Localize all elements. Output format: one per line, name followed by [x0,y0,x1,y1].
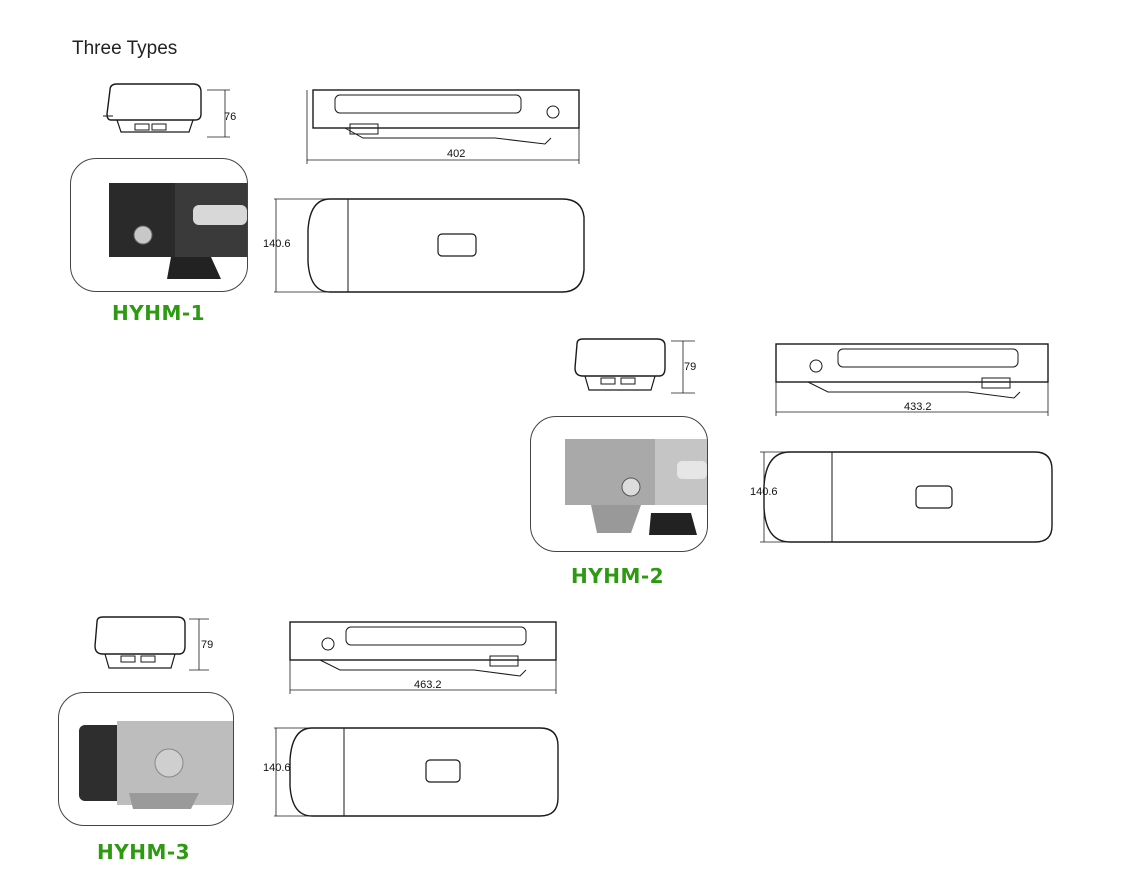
hyhm1-end-view-drawing: 76 [103,83,236,138]
hyhm3-side-view-drawing: 463.2 [289,621,557,694]
hyhm1-photo [70,158,248,292]
hyhm3-length-dim: 463.2 [414,679,442,691]
hyhm1-height-dim: 76 [224,111,236,123]
battery-lock-closeup-icon [109,183,247,279]
hyhm3-photo [58,692,234,826]
hyhm3-label: HYHM-3 [97,840,191,864]
hyhm2-photo [530,416,708,552]
hyhm2-top-view-drawing: 140.6 [750,451,1053,543]
hyhm2-height-dim: 79 [684,361,696,373]
hyhm2-label: HYHM-2 [571,564,665,588]
hyhm2-length-dim: 433.2 [904,401,932,413]
hyhm3-width-dim: 140.6 [263,762,291,774]
hyhm1-side-view-drawing: 402 [306,89,580,164]
hyhm3-end-view-drawing: 79 [94,616,213,671]
hyhm1-width-dim: 140.6 [263,238,291,250]
page-title: Three Types [72,38,178,59]
hyhm3-height-dim: 79 [201,639,213,651]
hyhm2-end-view-drawing: 79 [574,338,696,394]
hyhm2-width-dim: 140.6 [750,486,778,498]
hyhm1-length-dim: 402 [447,148,465,160]
hyhm3-top-view-drawing: 140.6 [263,727,559,817]
hyhm1-label: HYHM-1 [112,301,206,325]
hyhm1-top-view-drawing: 140.6 [263,198,585,293]
hyhm2-side-view-drawing: 433.2 [775,343,1049,416]
battery-end-cap-closeup-icon [79,721,233,809]
battery-lock-closeup-icon [565,439,707,535]
